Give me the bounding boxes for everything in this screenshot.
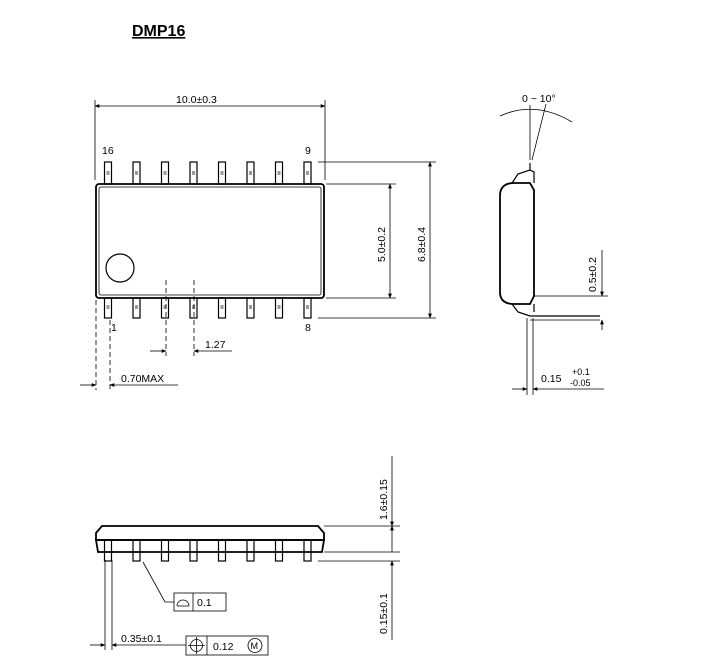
side-lead-bottom <box>511 303 600 317</box>
top-lead <box>160 161 170 185</box>
flatness-value: 0.1 <box>197 597 212 609</box>
dim-lead-thickness-plus: +0.1 <box>572 367 590 377</box>
front-lead <box>246 539 255 562</box>
side-view: 0 ~ 10° 0.5±0.2 0.15 +0.1 -0.05 <box>499 93 608 395</box>
top-lead <box>132 161 141 185</box>
top-lead <box>217 161 227 185</box>
bottom-lead <box>160 297 170 319</box>
bottom-lead <box>274 297 284 319</box>
front-lead <box>103 539 113 562</box>
dim-pitch: 1.27 <box>205 339 226 351</box>
front-lead <box>160 539 170 562</box>
flatness-frame <box>173 592 227 612</box>
front-lead <box>274 539 284 562</box>
top-lead <box>246 161 255 185</box>
front-lead <box>303 539 312 562</box>
dim-standoff: 0.15±0.1 <box>378 593 390 634</box>
front-leads <box>103 539 312 562</box>
flatness-leader <box>142 561 174 603</box>
pin1-marker <box>105 253 135 283</box>
dim-lead-length: 0.5±0.2 <box>587 257 599 292</box>
dim-angle: 0 ~ 10° <box>522 93 556 105</box>
bottom-lead <box>132 297 141 319</box>
side-body <box>499 182 535 305</box>
top-leads <box>103 161 312 185</box>
bottom-leads <box>103 297 312 319</box>
pin-label-16: 16 <box>102 145 114 157</box>
dim-overall-width: 6.8±0.4 <box>416 227 428 262</box>
front-body-top <box>95 525 325 541</box>
front-lead <box>217 539 227 562</box>
dim-height: 1.6±0.15 <box>378 479 390 520</box>
dim-lead-width: 0.35±0.1 <box>121 633 162 645</box>
top-view: 16 9 1 8 10.0±0.3 5.0±0.2 6.8±0.4 1.27 0… <box>80 94 436 390</box>
package-title: DMP16 <box>132 23 185 40</box>
position-value: 0.12 <box>213 641 234 653</box>
bottom-lead <box>103 297 113 319</box>
front-view: 1.6±0.15 0.15±0.1 0.1 0.35±0.1 0.12 M <box>90 456 400 656</box>
position-frame <box>185 635 269 656</box>
bottom-lead <box>246 297 255 319</box>
top-lead <box>303 161 312 185</box>
top-lead <box>274 161 284 185</box>
top-lead <box>189 161 198 185</box>
package-body <box>95 183 325 299</box>
modifier-circle <box>247 638 263 653</box>
pin-label-9: 9 <box>305 145 311 157</box>
pin-label-1: 1 <box>111 322 117 334</box>
dim-lead-thickness-minus: -0.05 <box>570 378 591 388</box>
top-lead <box>103 161 113 185</box>
modifier-m: M <box>251 641 259 651</box>
front-lead <box>132 539 141 562</box>
angle-arc <box>499 108 573 123</box>
bottom-lead <box>303 297 312 319</box>
dim-overhang: 0.70MAX <box>121 373 164 385</box>
flatness-icon <box>176 599 190 607</box>
dim-body-width: 5.0±0.2 <box>376 227 388 262</box>
dim-lead-thickness: 0.15 <box>541 373 562 385</box>
pin-label-8: 8 <box>305 322 311 334</box>
side-lead-top <box>511 163 535 184</box>
dim-body-length: 10.0±0.3 <box>176 94 217 106</box>
front-body-bottom <box>94 539 326 553</box>
front-lead <box>189 539 198 562</box>
bottom-lead <box>189 297 198 319</box>
package-body-inner <box>98 186 322 296</box>
bottom-lead <box>217 297 227 319</box>
